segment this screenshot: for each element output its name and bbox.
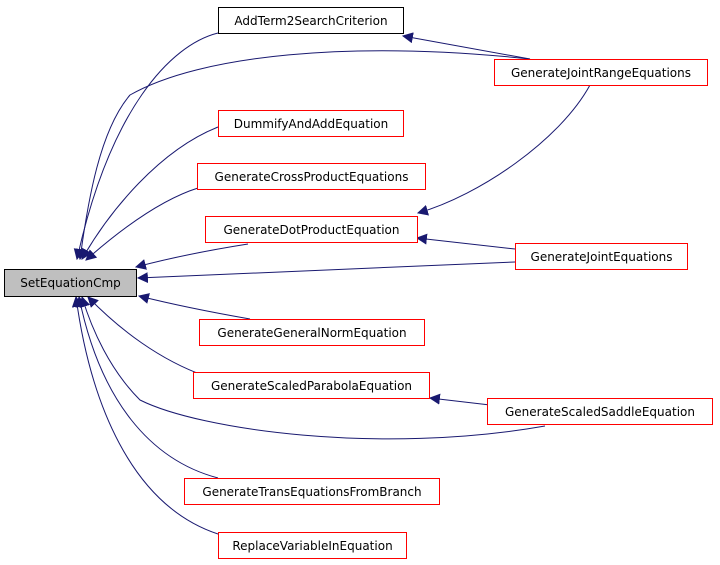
edge-dummify-to-root — [81, 126, 219, 260]
node-generatescaledsaddleequation[interactable]: GenerateScaledSaddleEquation — [487, 398, 713, 425]
node-generatetransequationsfrombranch[interactable]: GenerateTransEquationsFromBranch — [184, 478, 440, 505]
node-generategeneralnormequation[interactable]: GenerateGeneralNormEquation — [199, 319, 425, 346]
edge-cross-to-root — [85, 187, 199, 261]
edge-dot-to-root — [134, 243, 249, 270]
edge-joint-to-dot — [415, 233, 516, 250]
node-replacevariableinequation[interactable]: ReplaceVariableInEquation — [218, 532, 407, 559]
edge-jointrange-to-root — [75, 50, 531, 261]
edge-jointrange-to-dot — [416, 84, 591, 216]
edge-saddle-to-parabola — [428, 393, 491, 406]
node-setequationcmp[interactable]: SetEquationCmp — [4, 269, 137, 297]
edge-trans-to-root — [75, 295, 219, 479]
node-generatejointequations[interactable]: GenerateJointEquations — [515, 243, 688, 270]
node-generatescaledparabolaequation[interactable]: GenerateScaledParabolaEquation — [193, 372, 430, 399]
node-generatecrossproductequations[interactable]: GenerateCrossProductEquations — [197, 163, 426, 190]
node-dummifyandaddequation[interactable]: DummifyAndAddEquation — [218, 110, 404, 137]
edge-addterm-to-root — [73, 32, 219, 261]
edge-norm-to-root — [137, 293, 251, 320]
node-addterm2searchcriterion[interactable]: AddTerm2SearchCriterion — [218, 7, 404, 34]
edge-parabola-to-root — [87, 296, 206, 377]
edge-jointrange-to-addterm — [401, 32, 531, 60]
edge-saddle-to-root — [79, 295, 546, 440]
node-generatedotproductequation[interactable]: GenerateDotProductEquation — [205, 216, 418, 243]
edge-replace-to-root — [71, 295, 219, 535]
edge-joint-to-root — [136, 261, 516, 284]
node-generatejointrangeequations[interactable]: GenerateJointRangeEquations — [494, 59, 708, 86]
